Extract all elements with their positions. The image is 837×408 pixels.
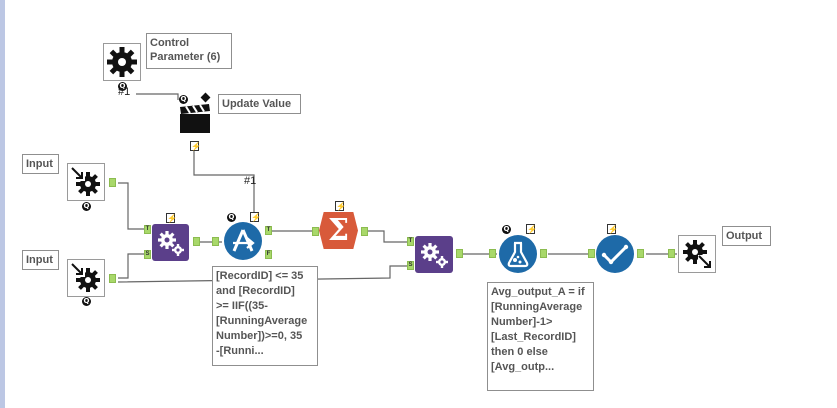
output-label: Output — [722, 226, 771, 246]
output-tool[interactable] — [678, 235, 716, 273]
filter-annotation: [RecordID] <= 35 and [RecordID] >= IIF((… — [212, 266, 318, 366]
join-1-input-s[interactable]: S — [144, 250, 151, 259]
input-arrow-icon — [71, 167, 100, 196]
join-2-output-anchor-2[interactable] — [489, 249, 496, 258]
input-arrow-icon — [71, 263, 100, 292]
join-1-output-anchor[interactable] — [193, 237, 200, 246]
join-1-input-t[interactable]: T — [144, 225, 151, 234]
canvas-left-edge — [0, 0, 5, 408]
select-input-anchor[interactable] — [588, 249, 595, 258]
control-parameter-label: Control Parameter (6) — [146, 33, 232, 69]
update-value-label: Update Value — [218, 94, 301, 114]
lightning-icon: ⚡ — [190, 141, 201, 151]
output-input-anchor[interactable] — [668, 249, 675, 258]
join-2-tool[interactable] — [415, 236, 453, 273]
formula-output-anchor[interactable] — [540, 249, 547, 258]
input-2-tool[interactable] — [67, 259, 105, 297]
select-tool[interactable] — [596, 235, 634, 273]
sigma-icon: Σ — [327, 213, 350, 248]
lightning-icon: ⚡ — [526, 224, 537, 234]
input-1-label: Input — [22, 154, 59, 174]
lightning-icon: ⚡ — [250, 212, 261, 222]
lightning-icon: ⚡ — [607, 224, 618, 234]
filter-false-anchor[interactable]: F — [265, 250, 272, 259]
lightning-icon: ⚡ — [166, 213, 177, 223]
q-badge-icon: Q — [82, 202, 91, 211]
join-2-input-s[interactable]: S — [407, 261, 414, 270]
connection-update-to-filter — [193, 150, 255, 214]
filter-icon — [232, 229, 255, 252]
filter-tool[interactable] — [224, 222, 262, 260]
connection-input2-to-join1 — [118, 253, 145, 279]
summarize-tool[interactable]: Σ — [319, 212, 358, 249]
input-2-label: Input — [22, 250, 59, 270]
q-badge-icon: Q — [502, 225, 511, 234]
formula-annotation: Avg_output_A = if [RunningAverage Number… — [487, 282, 594, 391]
flask-icon — [507, 241, 529, 268]
connection-control-to-update — [136, 93, 179, 100]
q-badge-icon: Q — [118, 82, 127, 91]
join-gears-icon — [158, 231, 184, 256]
control-connection-label: #1 — [118, 86, 131, 98]
input-1-output-anchor[interactable] — [109, 178, 116, 187]
output-arrow-icon — [683, 240, 713, 270]
join-2-input-t[interactable]: T — [407, 237, 414, 246]
lightning-icon: ⚡ — [335, 201, 346, 211]
q-badge-icon: Q — [179, 95, 188, 104]
filter-true-anchor[interactable]: T — [265, 226, 272, 235]
clapperboard-icon — [180, 104, 210, 133]
control-parameter-tool[interactable] — [103, 43, 141, 81]
gear-icon — [107, 47, 137, 77]
summarize-input-anchor[interactable] — [312, 227, 319, 236]
update-connection-label: #1 — [244, 175, 257, 187]
connection-summarize-to-join2 — [367, 230, 408, 243]
join-1-tool[interactable] — [152, 224, 189, 261]
join-1-output-anchor-2[interactable] — [212, 237, 219, 246]
join-2-output-anchor[interactable] — [456, 249, 463, 258]
formula-tool[interactable] — [499, 235, 537, 273]
input-2-output-anchor[interactable] — [109, 274, 116, 283]
update-value-tool[interactable] — [177, 100, 213, 136]
q-badge-icon: Q — [227, 213, 236, 222]
checkmark-icon — [601, 244, 629, 265]
q-badge-icon: Q — [82, 297, 91, 306]
select-output-anchor[interactable] — [637, 249, 644, 258]
connection-input1-to-join1 — [118, 182, 145, 230]
join-gears-icon — [421, 243, 448, 268]
summarize-output-anchor[interactable] — [361, 227, 368, 236]
input-1-tool[interactable] — [67, 163, 105, 201]
